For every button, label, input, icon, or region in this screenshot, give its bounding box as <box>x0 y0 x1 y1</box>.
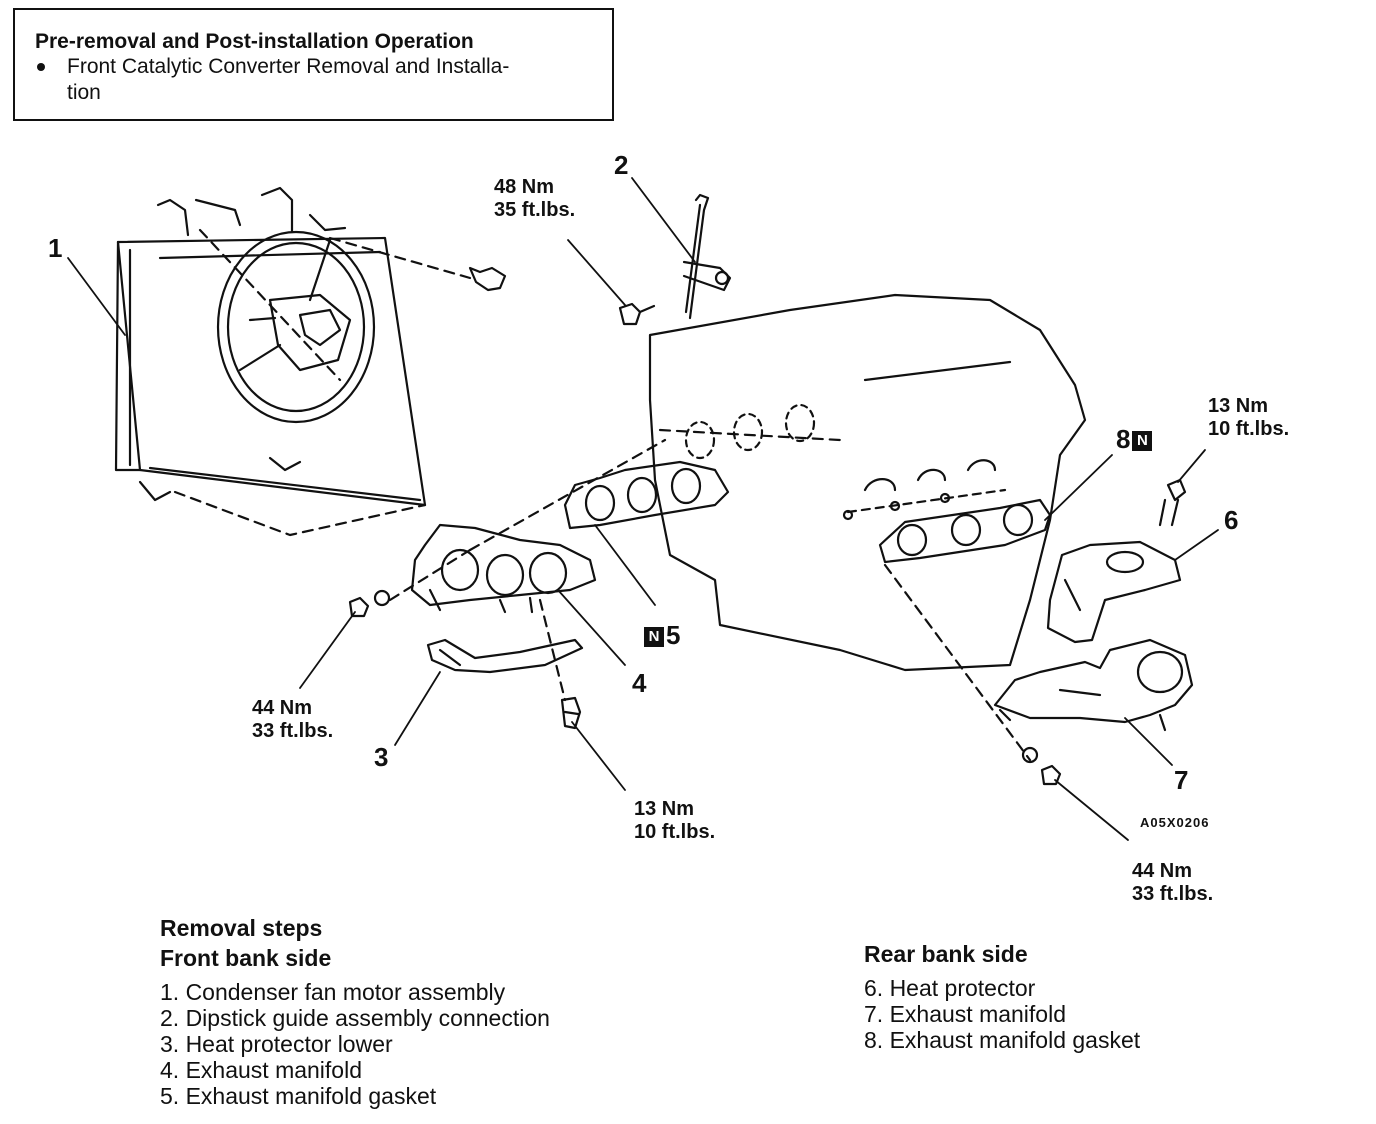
step-item: 7. Exhaust manifold <box>864 1001 1067 1027</box>
step-item: 5. Exhaust manifold gasket <box>160 1083 437 1109</box>
leader-1 <box>67 257 126 336</box>
rear-bank-heading: Rear bank side <box>864 941 1028 967</box>
n-mark-badge-5: N <box>644 627 664 648</box>
step-item: 8. Exhaust manifold gasket <box>864 1027 1141 1053</box>
step-item: 4. Exhaust manifold <box>160 1057 363 1083</box>
callout-8-number: 8 <box>1116 424 1131 454</box>
heat-protector-lower-drawing <box>426 638 584 674</box>
leader-dipstick-bolt <box>567 239 626 306</box>
engine-block-drawing <box>648 293 1087 672</box>
front-bolt-drawing <box>560 696 582 730</box>
front-bank-heading: Front bank side <box>160 945 332 971</box>
leader-rear-bolt <box>1177 449 1206 483</box>
leader-rear-nut <box>1054 779 1129 841</box>
leader-6 <box>1174 529 1219 561</box>
condenser-fan-assembly-drawing <box>114 186 507 537</box>
rear-exhaust-manifold-drawing <box>883 563 1194 786</box>
figure-code: A05X0206 <box>1140 815 1210 830</box>
callout-3: 3 <box>374 742 389 772</box>
step-item: 6. Heat protector <box>864 975 1036 1001</box>
removal-steps-title: Removal steps <box>160 915 323 941</box>
leader-7 <box>1124 717 1173 766</box>
front-exhaust-manifold-drawing <box>348 438 667 702</box>
bullet-dot-icon <box>37 63 45 71</box>
step-item: 3. Heat protector lower <box>160 1031 393 1057</box>
bullet-text-line2: tion <box>67 81 101 104</box>
rear-gasket-drawing <box>842 459 1052 564</box>
callout-5-number: 5 <box>666 620 681 650</box>
torque-rear-nut: 44 Nm 33 ft.lbs. <box>1132 860 1214 905</box>
leader-5 <box>594 524 656 606</box>
rear-bank-steps: Rear bank side 6. Heat protector 7. Exha… <box>864 941 1140 1053</box>
torque-front-bolt: 13 Nm 10 ft.lbs. <box>634 798 716 843</box>
n-mark-badge-8: N <box>1132 431 1153 452</box>
leader-3 <box>394 671 441 746</box>
torque-rear-bolt: 13 Nm 10 ft.lbs. <box>1208 395 1290 440</box>
bullet-text-line1: Front Catalytic Converter Removal and In… <box>67 55 510 78</box>
callout-2: 2 <box>614 150 629 180</box>
dipstick-guide-drawing <box>618 193 732 326</box>
callout-4: 4 <box>632 668 647 698</box>
front-bank-steps: Removal steps Front bank side 1. Condens… <box>160 915 550 1109</box>
rear-heat-protector-drawing <box>1046 478 1187 644</box>
pre-removal-box: Pre-removal and Post-installation Operat… <box>13 8 614 121</box>
leader-2 <box>631 177 696 263</box>
callout-7: 7 <box>1174 765 1189 795</box>
torque-front-nut: 44 Nm 33 ft.lbs. <box>252 697 334 742</box>
leader-front-nut <box>299 611 356 689</box>
step-item: 1. Condenser fan motor assembly <box>160 979 506 1005</box>
leader-front-bolt <box>571 721 626 791</box>
leader-8 <box>1044 454 1113 521</box>
callout-6: 6 <box>1224 505 1239 535</box>
step-item: 2. Dipstick guide assembly connection <box>160 1005 550 1031</box>
leader-lines <box>67 177 1219 841</box>
pre-removal-title: Pre-removal and Post-installation Operat… <box>35 30 474 53</box>
torque-dipstick-bolt: 48 Nm 35 ft.lbs. <box>494 176 576 221</box>
callout-1: 1 <box>48 233 63 263</box>
front-gasket-drawing <box>563 460 730 530</box>
leader-4 <box>557 589 626 666</box>
